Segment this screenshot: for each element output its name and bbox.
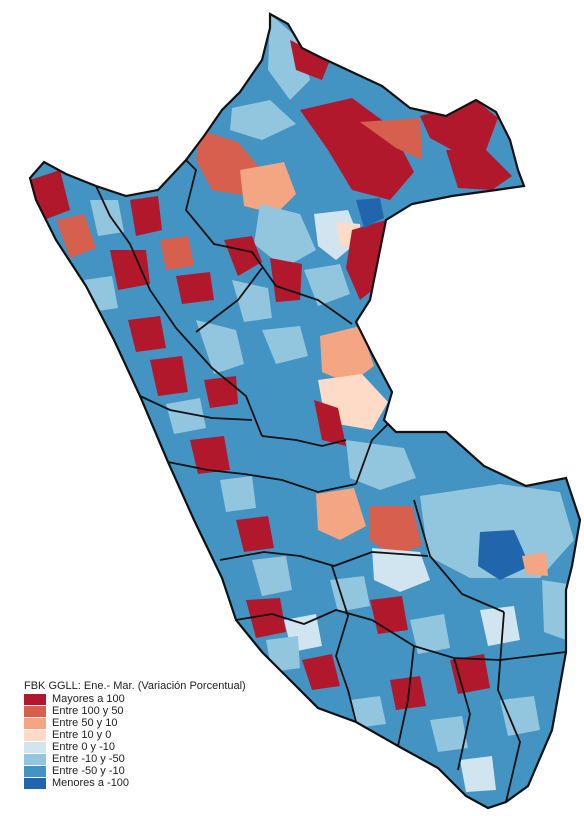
region-patch bbox=[110, 250, 150, 290]
legend-swatch bbox=[24, 765, 46, 777]
region-patch bbox=[90, 200, 124, 236]
region-patch bbox=[196, 320, 244, 374]
legend-item: Entre -10 y -50 bbox=[24, 753, 246, 765]
region-patch bbox=[236, 516, 274, 552]
region-patch bbox=[314, 210, 360, 260]
region-patch bbox=[190, 436, 230, 474]
region-patch bbox=[360, 118, 422, 160]
region-patch bbox=[356, 198, 384, 228]
region-patch bbox=[542, 580, 568, 640]
region-patch bbox=[268, 14, 310, 100]
boundary-line bbox=[261, 435, 347, 447]
legend-swatch bbox=[24, 741, 46, 753]
legend-label: Entre -10 y -50 bbox=[52, 753, 125, 765]
legend-swatch bbox=[24, 729, 46, 741]
boundary-line bbox=[397, 645, 415, 747]
region-patch bbox=[204, 376, 238, 408]
region-patch bbox=[460, 756, 496, 792]
legend-label: Entre 10 y 0 bbox=[52, 729, 112, 741]
legend-item: Mayores a 100 bbox=[24, 693, 246, 705]
legend-label: Entre 0 y -10 bbox=[52, 741, 115, 753]
region-patch bbox=[478, 530, 530, 580]
region-patch bbox=[346, 440, 416, 490]
map-legend: FBK GGLL: Ene.- Mar. (Variación Porcentu… bbox=[24, 680, 246, 789]
boundary-line bbox=[195, 267, 263, 333]
region-patch bbox=[252, 556, 292, 596]
region-patch bbox=[450, 654, 490, 694]
legend-swatch bbox=[24, 777, 46, 789]
legend-item: Entre 0 y -10 bbox=[24, 741, 246, 753]
boundary-line bbox=[175, 327, 263, 437]
legend-label: Entre 100 y 50 bbox=[52, 705, 124, 717]
region-patch bbox=[330, 576, 370, 612]
region-patch bbox=[430, 716, 468, 752]
region-patch bbox=[240, 162, 296, 214]
region-patch bbox=[320, 326, 374, 384]
legend-item: Entre 10 y 0 bbox=[24, 729, 246, 741]
legend-label: Entre 50 y 10 bbox=[52, 717, 118, 729]
boundary-line bbox=[275, 285, 353, 325]
boundary-line bbox=[95, 185, 177, 329]
region-patch bbox=[176, 272, 214, 304]
legend-item: Entre 100 y 50 bbox=[24, 705, 246, 717]
region-patch bbox=[372, 548, 430, 592]
region-patch bbox=[302, 654, 340, 690]
legend-swatch bbox=[24, 717, 46, 729]
legend-swatch bbox=[24, 693, 46, 705]
region-patch bbox=[56, 214, 96, 258]
boundary-line bbox=[167, 461, 357, 493]
region-patch bbox=[254, 204, 316, 268]
region-patch bbox=[150, 356, 188, 396]
boundary-line bbox=[219, 551, 429, 567]
legend-swatch bbox=[24, 705, 46, 717]
legend-label: Menores a -100 bbox=[52, 777, 130, 789]
region-patch bbox=[262, 326, 308, 364]
boundary-line bbox=[235, 609, 567, 661]
region-patch bbox=[128, 316, 166, 352]
region-patch bbox=[480, 606, 520, 646]
legend-title: FBK GGLL: Ene.- Mar. (Variación Porcentu… bbox=[24, 680, 246, 692]
region-patch bbox=[304, 264, 350, 306]
legend-swatch bbox=[24, 753, 46, 765]
region-patch bbox=[446, 150, 512, 190]
region-patch bbox=[232, 280, 272, 322]
region-patch bbox=[270, 258, 302, 302]
region-patch bbox=[410, 614, 450, 654]
region-patch bbox=[220, 476, 256, 512]
boundary-line bbox=[355, 419, 393, 485]
boundary-line bbox=[169, 143, 277, 287]
boundary-line bbox=[497, 611, 521, 803]
boundary-line bbox=[331, 565, 357, 723]
legend-item: Menores a -100 bbox=[24, 777, 246, 789]
region-patch bbox=[266, 636, 300, 672]
region-patch bbox=[246, 598, 286, 638]
legend-label: Mayores a 100 bbox=[52, 693, 125, 705]
region-patch bbox=[160, 236, 194, 270]
legend-label: Entre -50 y -10 bbox=[52, 765, 125, 777]
boundary-line bbox=[453, 657, 471, 771]
boundary-line bbox=[413, 499, 505, 613]
region-patch bbox=[316, 488, 366, 540]
region-patch bbox=[522, 552, 548, 576]
region-patch bbox=[314, 400, 346, 446]
region-patch bbox=[224, 236, 262, 276]
legend-item: Entre 50 y 10 bbox=[24, 717, 246, 729]
legend-item: Entre -50 y -10 bbox=[24, 765, 246, 777]
region-patch bbox=[350, 696, 386, 728]
country-outline bbox=[28, 12, 582, 810]
region-patch bbox=[130, 196, 162, 236]
region-patch bbox=[500, 696, 540, 736]
region-patch bbox=[166, 398, 206, 434]
region-patch bbox=[230, 100, 296, 140]
department-boundaries bbox=[95, 143, 567, 803]
boundary-line bbox=[139, 395, 253, 421]
region-patch bbox=[290, 40, 330, 80]
region-patch bbox=[370, 506, 422, 556]
